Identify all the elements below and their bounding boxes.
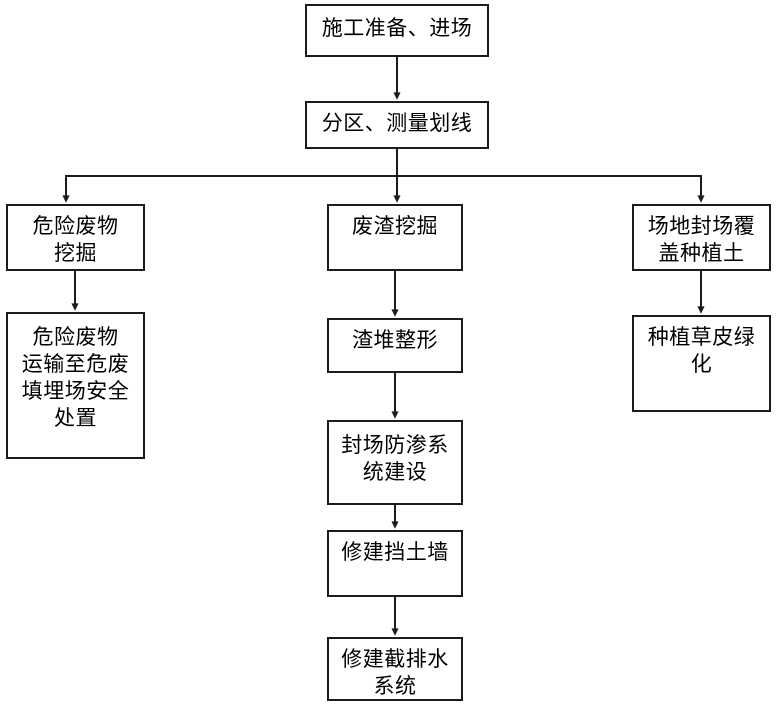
node-slag-excavation[interactable]: 废渣挖掘 <box>327 204 463 271</box>
node-survey[interactable]: 分区、测量划线 <box>305 101 489 149</box>
node-grass-planting[interactable]: 种植草皮绿 化 <box>632 315 771 412</box>
node-start[interactable]: 施工准备、进场 <box>305 4 489 57</box>
node-slag-pile-shaping[interactable]: 渣堆整形 <box>327 318 463 373</box>
node-site-cover-soil[interactable]: 场地封场覆 盖种植土 <box>632 204 771 271</box>
node-grass-planting-label: 种植草皮绿 化 <box>647 325 756 376</box>
node-slag-pile-shaping-label: 渣堆整形 <box>352 328 438 352</box>
node-retaining-wall-label: 修建挡土墙 <box>341 540 449 564</box>
node-hazardous-waste-excavation-label: 危险废物 挖掘 <box>32 214 119 265</box>
node-retaining-wall[interactable]: 修建挡土墙 <box>327 530 463 597</box>
node-hazardous-waste-transport[interactable]: 危险废物 运输至危废 填埋场安全 处置 <box>6 312 145 459</box>
node-slag-excavation-label: 废渣挖掘 <box>352 214 438 238</box>
node-site-cover-soil-label: 场地封场覆 盖种植土 <box>647 214 756 265</box>
node-hazardous-waste-excavation[interactable]: 危险废物 挖掘 <box>6 204 145 271</box>
node-hazardous-waste-transport-label: 危险废物 运输至危废 填埋场安全 处置 <box>21 325 130 430</box>
node-start-label: 施工准备、进场 <box>321 16 473 40</box>
node-drainage-system-label: 修建截排水 系统 <box>341 647 449 698</box>
node-drainage-system[interactable]: 修建截排水 系统 <box>327 637 463 701</box>
node-anti-seepage-system-label: 封场防渗系 统建设 <box>341 433 449 484</box>
node-anti-seepage-system[interactable]: 封场防渗系 统建设 <box>327 420 463 505</box>
node-survey-label: 分区、测量划线 <box>321 111 473 135</box>
